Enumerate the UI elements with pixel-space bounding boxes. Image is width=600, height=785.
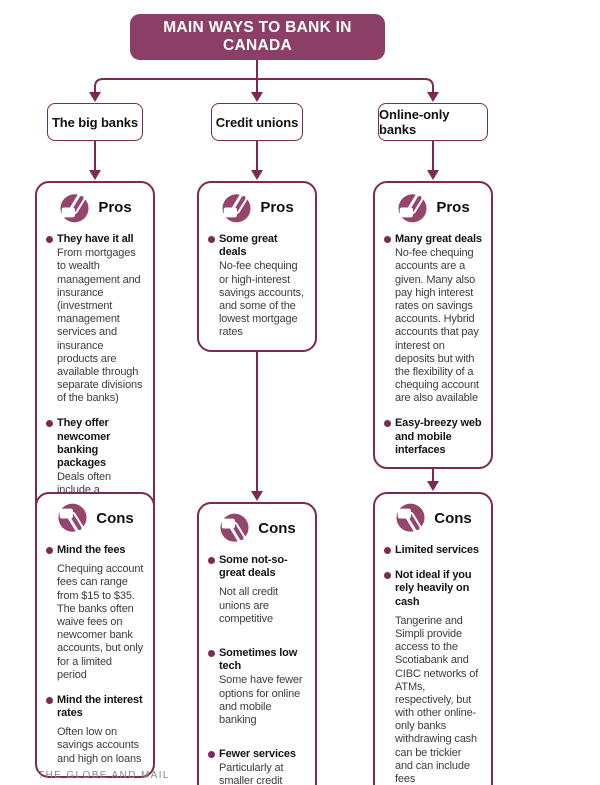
thumbs-up-icon: [222, 191, 251, 223]
item-body: No-fee chequing or high-interest savings…: [219, 260, 304, 339]
branch-label: Credit unions: [215, 114, 299, 130]
item-heading: Sometimes low tech: [219, 646, 298, 673]
item-heading: Mind the interest rates: [57, 693, 143, 720]
cons-label: Cons: [96, 510, 134, 527]
item-body: Particularly at smaller credit unions: [219, 762, 284, 785]
bullet-dot: [208, 236, 215, 243]
item-heading: They offer newcomer banking packages: [57, 417, 111, 469]
item-body: From mortgages to wealth management and …: [57, 247, 143, 405]
branch-credit-unions: Credit unions: [211, 103, 303, 141]
online-only-cons-box: Cons Limited services Not ideal if you r…: [373, 492, 493, 785]
bullet-dot: [208, 751, 215, 759]
bullet-dot: [208, 649, 215, 657]
list-item: Sometimes low tech Some have fewer optio…: [208, 647, 306, 727]
pros-header: Pros: [384, 191, 482, 224]
pros-label: Pros: [98, 199, 132, 216]
pros-label: Pros: [260, 199, 294, 216]
bullet-dot: [46, 547, 53, 554]
list-item: Some great deals No-fee chequing or high…: [208, 233, 306, 340]
item-body: Not all credit unions are competitive: [219, 586, 279, 625]
item-body: No-fee chequing accounts are a given. Ma…: [395, 247, 479, 405]
page-title: MAIN WAYS TO BANK IN CANADA: [130, 14, 385, 60]
branch-big-banks: The big banks: [47, 103, 143, 141]
source-credit: THE GLOBE AND MAIL: [38, 770, 170, 781]
bullet-dot: [46, 236, 53, 243]
cons-header: Cons: [208, 512, 306, 545]
big-banks-pros-box: Pros They have it all From mortgages to …: [35, 181, 155, 536]
list-item: Many great deals No-fee chequing account…: [384, 233, 482, 405]
bullet-dot: [384, 547, 391, 554]
list-item: Easy-breezy web and mobile interfaces: [384, 417, 482, 457]
online-only-pros-box: Pros Many great deals No-fee chequing ac…: [373, 181, 493, 469]
bullet-dot: [46, 420, 53, 428]
bullet-dot: [46, 696, 53, 704]
branch-label: Online-only banks: [379, 107, 450, 137]
item-heading: Many great deals: [395, 233, 482, 245]
list-item: Mind the interest rates Often low on sav…: [46, 694, 144, 766]
item-heading: Easy-breezy web and mobile interfaces: [395, 417, 482, 456]
thumbs-down-icon: [58, 503, 87, 535]
list-item: They have it all From mortgages to wealt…: [46, 233, 144, 405]
cons-label: Cons: [434, 510, 472, 527]
big-banks-cons-box: Cons Mind the fees Chequing account fees…: [35, 492, 155, 778]
item-body: Often low on savings accounts and high o…: [57, 726, 142, 765]
cons-label: Cons: [258, 520, 296, 537]
item-body: Some have fewer options for online and m…: [219, 674, 303, 726]
cons-header: Cons: [46, 502, 144, 535]
item-heading: Some great deals: [219, 233, 278, 259]
cons-header: Cons: [384, 502, 482, 535]
bullet-dot: [384, 572, 391, 580]
bullet-dot: [384, 420, 391, 428]
item-heading: Mind the fees: [57, 544, 126, 556]
item-body: Tangerine and Simpli provide access to t…: [395, 614, 479, 785]
branch-online-only-banks: Online-only banks: [378, 103, 488, 141]
thumbs-up-icon: [398, 191, 427, 223]
pros-label: Pros: [436, 199, 470, 216]
item-body: Chequing account fees can range from $15…: [57, 563, 144, 681]
list-item: Mind the fees Chequing account fees can …: [46, 544, 144, 682]
credit-unions-pros-box: Pros Some great deals No-fee chequing or…: [197, 181, 317, 352]
item-heading: Fewer services: [219, 748, 296, 761]
list-item: Not ideal if you rely heavily on cash Ta…: [384, 569, 482, 785]
pros-header: Pros: [208, 191, 306, 224]
thumbs-up-icon: [60, 191, 89, 223]
pros-header: Pros: [46, 191, 144, 224]
item-heading: Not ideal if you rely heavily on cash: [395, 569, 472, 608]
item-heading: Some not-so-great deals: [219, 554, 288, 580]
list-item: Some not-so-great deals Not all credit u…: [208, 554, 306, 626]
list-item: Fewer services Particularly at smaller c…: [208, 748, 306, 785]
bullet-dot: [384, 236, 391, 243]
branch-label: The big banks: [51, 114, 139, 130]
item-heading: They have it all: [57, 233, 134, 245]
thumbs-down-icon: [220, 513, 249, 545]
list-item: Limited services: [384, 544, 482, 557]
thumbs-down-icon: [396, 503, 425, 535]
bullet-dot: [208, 557, 215, 564]
credit-unions-cons-box: Cons Some not-so-great deals Not all cre…: [197, 502, 317, 785]
item-heading: Limited services: [395, 544, 479, 556]
